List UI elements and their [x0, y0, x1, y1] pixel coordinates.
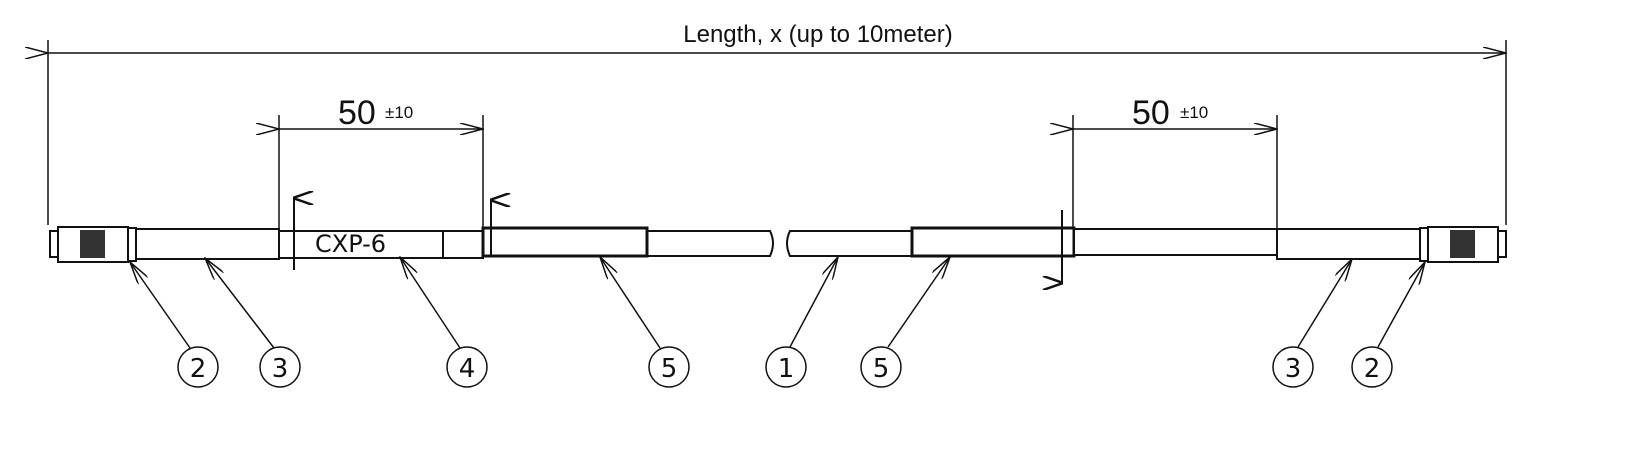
balloon-5: 5	[648, 346, 690, 388]
balloon-4: 4	[446, 346, 488, 388]
svg-text:3: 3	[272, 354, 289, 384]
right-50-dimension: 50 ±10	[1073, 94, 1277, 228]
knurl	[80, 230, 105, 258]
svg-text:2: 2	[1364, 354, 1381, 384]
right-connector	[1419, 226, 1507, 263]
svg-text:2: 2	[190, 354, 207, 384]
left-connector	[49, 226, 137, 263]
svg-text:5: 5	[873, 354, 890, 384]
balloon-2: 2	[177, 346, 219, 388]
svg-text:1: 1	[778, 354, 795, 384]
left-50-dimension: 50 ±10	[279, 94, 483, 228]
cable-label-section	[278, 230, 444, 259]
right-sleeve	[910, 226, 1076, 258]
length-label: Length, x (up to 10meter)	[683, 21, 952, 48]
dimension-tolerance: ±10	[385, 103, 413, 122]
overall-length-dimension: Length, x (up to 10meter)	[48, 21, 1506, 225]
left-sleeve	[481, 226, 649, 258]
cable-marking: CXP-6	[315, 230, 386, 258]
balloon-5: 5	[860, 346, 902, 388]
balloon-1: 1	[765, 346, 807, 388]
balloon-callouts: 2 3 4 5 1 5 3 2	[130, 257, 1425, 388]
dimension-value: 50	[1132, 94, 1170, 132]
dimension-value: 50	[338, 94, 376, 132]
cable: CXP-6	[49, 226, 1507, 263]
dimension-tolerance: ±10	[1180, 103, 1208, 122]
svg-text:5: 5	[661, 354, 678, 384]
right-hatched-boot	[1276, 228, 1421, 260]
svg-text:4: 4	[459, 354, 476, 384]
balloon-2: 2	[1351, 346, 1393, 388]
svg-text:3: 3	[1285, 354, 1302, 384]
balloon-3: 3	[259, 346, 301, 388]
balloon-3: 3	[1272, 346, 1314, 388]
left-hatched-boot	[135, 228, 280, 260]
